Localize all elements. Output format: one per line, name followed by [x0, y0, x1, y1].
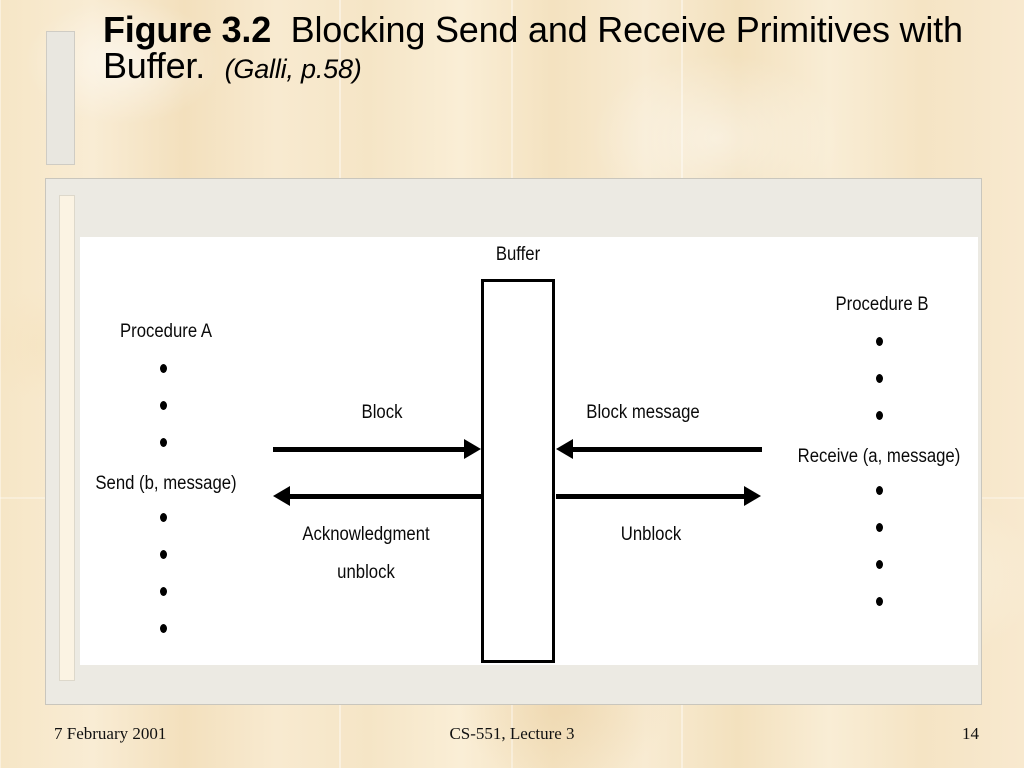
- buffer-rectangle: [481, 279, 555, 663]
- procedure-b-dot: [876, 523, 883, 532]
- arrow-unblock-line: [556, 494, 746, 499]
- procedure-a-dot: [160, 438, 167, 447]
- procedure-a-heading: Procedure A: [119, 321, 213, 342]
- procedure-a-dot: [160, 624, 167, 633]
- arrow-unblock-head-icon: [744, 486, 761, 506]
- procedure-a-dot: [160, 587, 167, 596]
- footer-page-number: 14: [962, 724, 979, 743]
- procedure-b-dot: [876, 486, 883, 495]
- footer-date: 7 February 2001: [54, 724, 167, 743]
- procedure-a-send-call: Send (b, message): [95, 473, 237, 494]
- arrow-label-acknowledgment-unblock: unblock: [337, 562, 395, 583]
- arrow-block-message-line: [573, 447, 762, 452]
- procedure-a-dot: [160, 513, 167, 522]
- procedure-a-dot: [160, 401, 167, 410]
- arrow-acknowledgment-head-icon: [273, 486, 290, 506]
- arrow-label-unblock: Unblock: [620, 524, 682, 545]
- procedure-b-dot: [876, 374, 883, 383]
- procedure-a-dot: [160, 364, 167, 373]
- procedure-a-dot: [160, 550, 167, 559]
- arrow-block-head-icon: [464, 439, 481, 459]
- buffer-label: Buffer: [495, 244, 541, 265]
- page-title: Figure 3.2 Blocking Send and Receive Pri…: [103, 12, 963, 84]
- procedure-b-dot: [876, 597, 883, 606]
- title-main-text: Blocking Send and Receive Primitives wit…: [103, 9, 963, 86]
- procedure-b-dot: [876, 411, 883, 420]
- arrow-block-line: [273, 447, 467, 452]
- procedure-b-dot: [876, 337, 883, 346]
- arrow-label-acknowledgment: Acknowledgment: [302, 524, 430, 545]
- arrow-block-message-head-icon: [556, 439, 573, 459]
- title-figure-number: Figure 3.2: [103, 9, 272, 50]
- procedure-b-receive-call: Receive (a, message): [797, 446, 961, 467]
- decorative-accent-bar-inner: [59, 195, 75, 681]
- arrow-acknowledgment-line: [290, 494, 481, 499]
- procedure-b-heading: Procedure B: [835, 294, 929, 315]
- procedure-b-dot: [876, 560, 883, 569]
- footer-course: CS-551, Lecture 3: [449, 724, 575, 743]
- decorative-accent-bar-top: [46, 31, 75, 165]
- title-citation: (Galli, p.58): [224, 54, 362, 84]
- arrow-label-block-message: Block message: [586, 402, 700, 423]
- figure-canvas: [80, 237, 978, 665]
- arrow-label-block: Block: [361, 402, 403, 423]
